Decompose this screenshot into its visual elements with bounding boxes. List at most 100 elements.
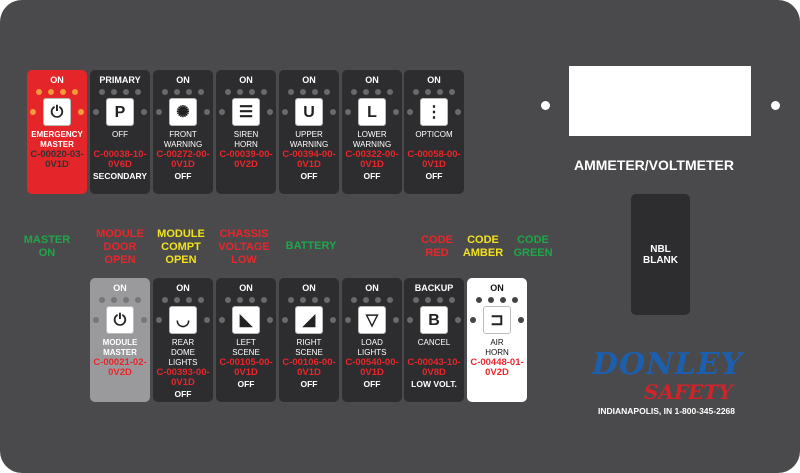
switch-bottom-label: OFF: [300, 379, 318, 389]
switch-top-label: ON: [427, 75, 441, 85]
switch-top-label: ON: [365, 283, 379, 293]
switch-top-label: ON: [113, 283, 127, 293]
switch-top-label: ON: [365, 75, 379, 85]
ammeter-voltmeter-window: [569, 66, 751, 136]
led-dots: [279, 89, 339, 95]
warning-light-icon: ✺: [169, 98, 197, 126]
switch-top-label: ON: [50, 75, 64, 85]
switch-label: OPTICOM: [415, 130, 453, 139]
right-scene-light-icon: ◢: [295, 306, 323, 334]
beacon-primary-icon: P: [106, 98, 134, 126]
mount-hole: [541, 101, 550, 110]
part-code: C-00448-01-0V2D: [470, 357, 524, 378]
load-light-icon: ▽: [358, 306, 386, 334]
meter-label: AMMETER/VOLTMETER: [574, 157, 734, 173]
switch-icon: ⏻: [43, 98, 71, 126]
switch-label: OFF: [112, 130, 128, 139]
part-code: C-00038-10-0V6D: [93, 149, 147, 170]
traffic-light-icon: ⋮: [420, 98, 448, 126]
led-dots: [90, 297, 150, 303]
part-code: C-00105-00-0V1D: [219, 357, 273, 378]
switch-top-label: PRIMARY: [99, 75, 141, 85]
donley-safety-logo: DONLEY SAFETY INDIANAPOLIS, IN 1-800-345…: [592, 350, 752, 430]
led-dots: [153, 297, 213, 303]
logo-contact: INDIANAPOLIS, IN 1-800-345-2268: [598, 406, 735, 416]
logo-line1: DONLEY: [592, 347, 743, 382]
part-code: C-00039-00-0V2D: [219, 149, 273, 170]
switch-top-label: ON: [302, 283, 316, 293]
led-dots: [153, 89, 213, 95]
upper-warning-icon: U: [295, 98, 323, 126]
switch-bottom-label: LOW VOLT.: [411, 379, 457, 389]
left-scene-light-icon: ◣: [232, 306, 260, 334]
air-horn-icon: ⊐: [483, 306, 511, 334]
led-dots: [216, 297, 276, 303]
part-code: C-00058-00-0V1D: [407, 149, 461, 170]
switch-bottom-label: OFF: [300, 171, 318, 181]
switch-label: CANCEL: [417, 338, 451, 347]
switch-icon: ⏻: [106, 306, 134, 334]
part-code: C-00322-00-0V1D: [345, 149, 399, 170]
switch-top-label: BACKUP: [414, 283, 454, 293]
part-code: C-00106-00-0V1D: [282, 357, 336, 378]
nbl-blank-switch[interactable]: NBL BLANK: [631, 194, 690, 315]
switch-top-label: ON: [176, 283, 190, 293]
mount-hole: [771, 101, 780, 110]
led-dots: [404, 89, 464, 95]
part-code: C-00043-10-0V8D: [407, 357, 461, 378]
part-code: C-00540-00-0V1D: [345, 357, 399, 378]
indicator-label: BATTERY: [285, 240, 337, 252]
dome-light-icon: ◡: [169, 306, 197, 334]
blank-label: NBL: [650, 243, 671, 255]
lower-warning-icon: L: [358, 98, 386, 126]
part-code: C-00020-03-0V1D: [30, 149, 84, 170]
led-dots: [404, 297, 464, 303]
led-dots: [342, 89, 402, 95]
switch-top-label: ON: [302, 75, 316, 85]
logo-line2: SAFETY: [644, 380, 733, 404]
switch-bottom-label: OFF: [425, 171, 443, 181]
led-dots: [342, 297, 402, 303]
siren-icon: ☰: [232, 98, 260, 126]
led-dots: [467, 297, 527, 303]
switch-top-label: ON: [239, 283, 253, 293]
switch-bottom-label: OFF: [174, 389, 192, 399]
backup-horn-icon: B: [420, 306, 448, 334]
switch-bottom-label: OFF: [363, 171, 381, 181]
led-dots: [216, 89, 276, 95]
part-code: C-00021-02-0V2D: [93, 357, 147, 378]
